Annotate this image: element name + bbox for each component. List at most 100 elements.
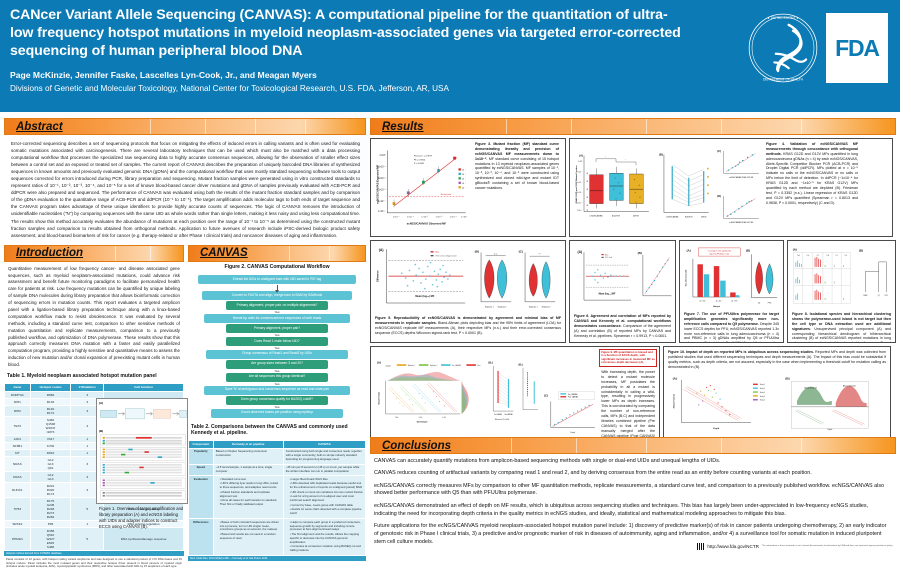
svg-text:C>G: C>G xyxy=(806,254,809,257)
svg-text:1×10⁰: 1×10⁰ xyxy=(379,154,385,157)
conclusion-item: CANVAS can accurately quantify mutations… xyxy=(374,458,721,464)
svg-text:Q5: Q5 xyxy=(878,295,880,297)
figure1-caption: Figure 1. Overview of target amplificati… xyxy=(99,506,184,529)
canvas-column: CANVAS Figure 2. CANVAS Computational Wo… xyxy=(188,244,367,572)
svg-text:Background: Background xyxy=(441,193,451,196)
svg-text:Mean (log₁₀) MF: Mean (log₁₀) MF xyxy=(415,295,434,298)
figure4-caption: Figure 4. Validation of ecNGS/CANVAS MF … xyxy=(766,142,858,205)
figure9-callout: Figure 9. MF quantitation is biased and … xyxy=(601,350,655,365)
svg-text:ddPCR: ddPCR xyxy=(701,216,707,218)
workflow-decision: Does group consensus qualify for BASEQ c… xyxy=(225,395,329,405)
svg-text:Replicate 2: Replicate 2 xyxy=(542,305,551,308)
svg-text:Non-reference calls: Non-reference calls xyxy=(686,270,688,287)
workflow-yes-label: Yes xyxy=(274,345,280,350)
svg-text:1×10³: 1×10³ xyxy=(419,416,423,419)
svg-text:Bias: Bias xyxy=(435,252,439,254)
table2-col-component: Component xyxy=(188,439,214,449)
section-title-abstract: Abstract xyxy=(16,120,63,133)
workflow-decision: Primary alignment, proper pair? xyxy=(225,324,329,334)
workflow-yes-label: Yes xyxy=(274,368,280,373)
svg-text:10⁻³: 10⁻³ xyxy=(462,178,466,181)
svg-text:Replicate_1: Replicate_1 xyxy=(408,364,416,367)
svg-text:1×10⁻³: 1×10⁻³ xyxy=(577,191,583,194)
table2-col-canvas: CANVAS xyxy=(282,439,367,449)
svg-text:***: *** xyxy=(538,254,541,256)
svg-text:Pearson r = 0.9977: Pearson r = 0.9977 xyxy=(414,155,433,158)
poster-header: CANcer Variant Allele Sequencing (CANVAS… xyxy=(0,0,900,112)
figure5-panel-a-label: (A) xyxy=(379,248,384,252)
figure6-panel: (A) Mean (log₁₀) MF xyxy=(569,240,676,343)
figure6-caption: Figure 6. Agreement and correlation of M… xyxy=(574,314,671,338)
svg-text:Hotspot: Hotspot xyxy=(713,305,721,308)
figure4-panel-a-label: (A) xyxy=(579,153,583,157)
svg-text:10⁻¹/10⁻²: 10⁻¹/10⁻² xyxy=(699,300,706,303)
workflow-decision: Primary alignment, proper pair, no multi… xyxy=(225,301,329,311)
svg-text:P < 0.0001: P < 0.0001 xyxy=(414,162,425,165)
workflow-decision: Does Read 1 mate follow UID? xyxy=(225,337,329,346)
figure9-caption: With increasing depth, the power to dete… xyxy=(601,369,655,438)
svg-text:Depth: Depth xyxy=(828,428,833,431)
svg-text:10⁻³/10⁻⁴: 10⁻³/10⁻⁴ xyxy=(716,300,723,303)
svg-text:ecNGS/CANVAS: ecNGS/CANVAS xyxy=(589,214,603,217)
svg-text:Mean (log₁₀) MF: Mean (log₁₀) MF xyxy=(599,294,616,296)
section-title-introduction: Introduction xyxy=(16,247,84,260)
disclaimer-text: The information in these materials is no… xyxy=(761,545,893,548)
figure9-panel-a-label: (A) xyxy=(377,360,381,364)
section-title-canvas: CANVAS xyxy=(200,247,248,260)
svg-text:Post-CANVAS: Post-CANVAS xyxy=(504,413,512,416)
svg-text:Above threshold: Above threshold xyxy=(843,384,856,387)
abstract-body: Error-corrected sequencing describes a s… xyxy=(11,141,360,238)
figure8-panel-b-label: (B) xyxy=(859,249,863,253)
figure1-panel-a-label: (A) xyxy=(99,401,104,405)
svg-text:1×10⁻⁴: 1×10⁻⁴ xyxy=(577,202,583,205)
svg-text:T>G: T>G xyxy=(844,254,847,257)
svg-text:Below threshold: Below threshold xyxy=(804,386,816,389)
fda-url-link[interactable]: http://www.fda.gov/NCTR xyxy=(707,543,759,549)
logo-group: ★ UNITED STATES ★ DEPARTMENT OF HEALTH F… xyxy=(747,0,900,84)
svg-text:10⁻²: 10⁻² xyxy=(462,173,466,176)
svg-text:1×10⁰: 1×10⁰ xyxy=(578,160,583,163)
svg-text:ddPCR: ddPCR xyxy=(633,215,639,217)
svg-text:PFU: PFU xyxy=(768,302,772,304)
hhs-seal-icon: ★ UNITED STATES ★ DEPARTMENT OF HEALTH xyxy=(748,13,818,83)
svg-text:Bias: Bias xyxy=(605,254,608,256)
svg-text:10⁻⁵/10⁻⁶: 10⁻⁵/10⁻⁶ xyxy=(731,300,738,303)
section-title-conclusions: Conclusions xyxy=(382,439,452,452)
svg-text:Difference: Difference xyxy=(378,270,380,282)
figure10-panel-b-label: (B) xyxy=(785,376,789,380)
svg-text:10⁻¹: 10⁻¹ xyxy=(462,169,466,172)
svg-text:1×10⁴: 1×10⁴ xyxy=(442,416,446,419)
svg-text:1×10⁰: 1×10⁰ xyxy=(461,215,467,218)
svg-text:Study 5: Study 5 xyxy=(760,398,765,401)
svg-text:Co-amplicon calls significantl: Co-amplicon calls significantly xyxy=(708,250,731,253)
workflow-step: Convert to FASTA and align, merge-bam to… xyxy=(202,291,352,301)
figure5-caption: Figure 5. Reproducibility of ecNGS/CANVA… xyxy=(375,316,561,335)
svg-text:Mutant Fraction: Mutant Fraction xyxy=(377,392,380,404)
figure10-panel-a-label: (A) xyxy=(673,376,677,380)
svg-text:Post: Post xyxy=(477,364,480,367)
workflow-step: Group consensus of Read1 and Read2 by UI… xyxy=(206,349,348,359)
svg-text:Study 4: Study 4 xyxy=(760,394,765,397)
svg-text:Study 1: Study 1 xyxy=(760,383,765,386)
svg-text:ecNGS/CANVAS Expected MF: ecNGS/CANVAS Expected MF xyxy=(375,165,379,204)
conclusion-item: ecNGS/CANVAS demonstrated an effect of d… xyxy=(374,502,869,517)
conclusions-body: CANVAS can accurately quantify mutations… xyxy=(370,454,896,546)
figure7-caption: Figure 7. The use of PFUUltra polymerase… xyxy=(684,312,779,342)
workflow-decision: Are group sizes between 3 and 20? xyxy=(225,359,329,369)
qr-code-icon xyxy=(697,542,705,550)
figure9-panel-b2-label: (B₂) xyxy=(518,364,523,367)
figure4-regression-d-chart: (D) ecNGS/CANVAS KRAS G12V MF xyxy=(717,194,759,224)
workflow-step: Extract list UIDs to unaligned bam with … xyxy=(198,275,356,285)
svg-text:Replicate 1: Replicate 1 xyxy=(529,305,538,308)
table1-col-codon: Hotspot codon xyxy=(29,382,72,392)
